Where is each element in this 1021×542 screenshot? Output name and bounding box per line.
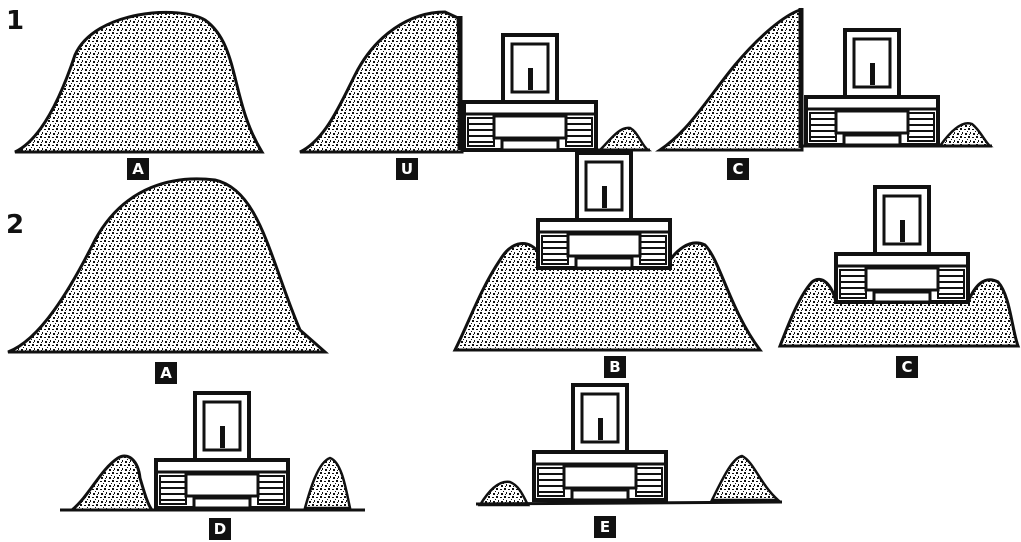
row-2: [8, 153, 1018, 510]
gravel-pile: [8, 179, 325, 352]
row2-panel-d-label: D: [209, 518, 231, 540]
row2-panel-b-label: B: [604, 356, 626, 378]
row2-panel-a: [8, 179, 325, 352]
row1-panel-c-label: C: [727, 158, 749, 180]
row1-panel-b: [300, 12, 650, 152]
row2-panel-a-label: A: [155, 362, 177, 384]
row2-panel-c-label: C: [896, 356, 918, 378]
gravel-pile: [15, 12, 262, 152]
tractor-icon: [464, 35, 596, 150]
row-1: [15, 8, 992, 152]
row1-panel-c: [660, 8, 992, 150]
tractor-icon: [156, 393, 288, 508]
row1-panel-b-label: U: [396, 158, 418, 180]
small-pile: [600, 128, 648, 150]
row-number-1: 1: [6, 8, 24, 34]
row-number-2: 2: [6, 212, 24, 238]
small-pile: [712, 456, 778, 500]
tractor-icon: [534, 385, 666, 500]
tractor-icon: [806, 30, 938, 145]
tractor-icon: [538, 153, 670, 268]
small-pile: [480, 482, 528, 505]
row2-panel-d: [60, 393, 365, 510]
tractor-icon: [836, 187, 968, 302]
gravel-pile: [660, 10, 802, 150]
row2-panel-e: [476, 385, 782, 505]
gravel-pile: [300, 12, 462, 152]
row2-panel-c: [780, 187, 1018, 346]
small-pile: [305, 458, 350, 508]
row2-panel-e-label: E: [594, 516, 616, 538]
row1-panel-a: [15, 12, 262, 152]
small-pile: [940, 123, 990, 146]
row1-panel-a-label: A: [127, 158, 149, 180]
gravel-pile: [72, 456, 152, 510]
row2-panel-b: [455, 153, 760, 350]
